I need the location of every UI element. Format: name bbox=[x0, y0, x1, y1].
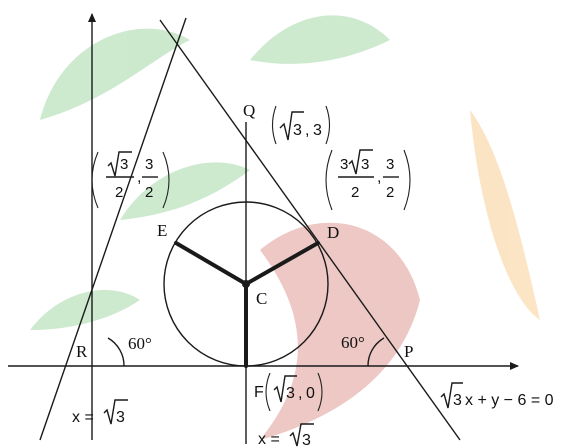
svg-text:3: 3 bbox=[361, 156, 369, 173]
svg-text:,: , bbox=[377, 169, 381, 186]
center-point bbox=[242, 280, 250, 288]
point-label-r: R bbox=[76, 342, 88, 361]
svg-text:,: , bbox=[137, 169, 141, 186]
coord-label-e: 3 2 , 3 2 bbox=[91, 151, 170, 209]
svg-text:3: 3 bbox=[313, 122, 322, 139]
sqrt-symbol-icon bbox=[107, 151, 132, 177]
line-left-side bbox=[39, 17, 187, 441]
coord-label-q: 3 , 3 bbox=[271, 105, 331, 145]
angle-label-p: 60° bbox=[341, 333, 365, 352]
point-label-q: Q bbox=[243, 101, 255, 120]
svg-text:3: 3 bbox=[120, 156, 128, 173]
sqrt-symbol-icon bbox=[348, 149, 373, 175]
svg-text:2: 2 bbox=[351, 184, 359, 201]
sqrt-symbol-icon bbox=[103, 399, 128, 425]
equation-right-line: 3 x + y − 6 = 0 bbox=[440, 382, 554, 409]
equation-left-line: x = 3 bbox=[72, 399, 128, 426]
coord-label-f: F 3 , 0 bbox=[254, 372, 323, 412]
angle-arc-p bbox=[367, 337, 385, 367]
watermark-logo bbox=[30, 15, 540, 440]
svg-text:2: 2 bbox=[386, 184, 394, 201]
point-label-p: P bbox=[404, 342, 413, 361]
svg-text:3: 3 bbox=[386, 156, 394, 173]
point-label-d: D bbox=[327, 223, 339, 242]
svg-text:3: 3 bbox=[340, 156, 348, 173]
svg-text:3: 3 bbox=[116, 409, 125, 426]
svg-text:3: 3 bbox=[286, 385, 295, 402]
svg-text:0: 0 bbox=[306, 385, 315, 402]
svg-text:3: 3 bbox=[453, 392, 462, 409]
sqrt-symbol-icon bbox=[289, 423, 314, 447]
svg-text:2: 2 bbox=[115, 184, 123, 201]
sqrt-symbol-icon bbox=[440, 382, 463, 409]
svg-text:3: 3 bbox=[293, 122, 302, 139]
svg-text:x =: x = bbox=[72, 409, 98, 426]
point-label-e: E bbox=[157, 221, 167, 240]
svg-text:x + y − 6 = 0: x + y − 6 = 0 bbox=[465, 392, 554, 409]
equation-vertical-line: x = 3 bbox=[258, 423, 314, 448]
svg-text:F: F bbox=[254, 384, 264, 401]
svg-text:x =: x = bbox=[258, 431, 284, 448]
radius-cd bbox=[244, 241, 320, 286]
radius-ce bbox=[174, 241, 248, 286]
svg-text:,: , bbox=[298, 385, 302, 402]
point-label-c: C bbox=[256, 289, 267, 308]
line-right-side bbox=[159, 19, 461, 441]
svg-text:2: 2 bbox=[145, 184, 153, 201]
angle-label-r: 60° bbox=[128, 334, 152, 353]
coord-label-d: 3 3 2 , 3 2 bbox=[325, 149, 411, 211]
angle-arc-r bbox=[107, 337, 125, 367]
svg-text:3: 3 bbox=[145, 156, 153, 173]
svg-text:3: 3 bbox=[302, 432, 311, 448]
svg-text:,: , bbox=[305, 122, 309, 139]
sqrt-symbol-icon bbox=[273, 375, 297, 403]
sqrt-symbol-icon bbox=[279, 111, 304, 141]
